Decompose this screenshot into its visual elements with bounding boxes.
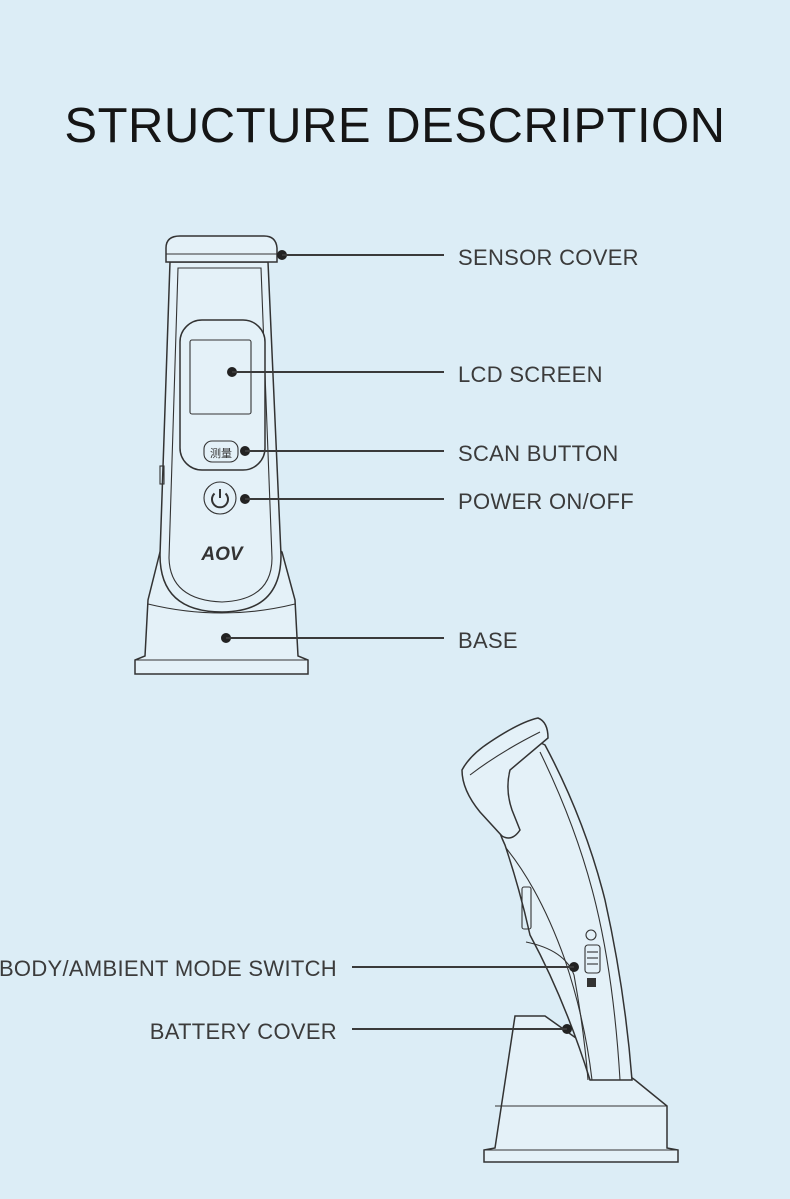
page-title: STRUCTURE DESCRIPTION bbox=[64, 99, 726, 153]
label-battery-cover: BATTERY COVER bbox=[150, 1019, 337, 1044]
side-body bbox=[487, 742, 633, 1081]
label-base: BASE bbox=[458, 628, 518, 653]
callout-sensor-cover: SENSOR COVER bbox=[277, 245, 639, 270]
callout-mode-switch: BODY/AMBIENT MODE SWITCH bbox=[0, 956, 579, 981]
scan-button-text: 测量 bbox=[210, 447, 232, 460]
callout-battery-cover: BATTERY COVER bbox=[150, 1019, 572, 1044]
callout-scan-button: SCAN BUTTON bbox=[240, 441, 619, 466]
label-mode-switch: BODY/AMBIENT MODE SWITCH bbox=[0, 956, 337, 981]
power-button bbox=[203, 481, 237, 515]
battery-cover bbox=[525, 941, 589, 1081]
scan-button bbox=[203, 440, 239, 463]
callout-lcd-screen: LCD SCREEN bbox=[227, 362, 603, 387]
front-lcd-panel bbox=[179, 319, 266, 471]
power-icon bbox=[211, 492, 229, 509]
lcd-screen bbox=[189, 339, 252, 415]
callout-power: POWER ON/OFF bbox=[240, 489, 634, 514]
front-sensor-cover bbox=[165, 235, 278, 263]
label-power: POWER ON/OFF bbox=[458, 489, 634, 514]
label-sensor-cover: SENSOR COVER bbox=[458, 245, 639, 270]
brand-logo: AOV bbox=[200, 544, 244, 565]
front-view-device: 测量 AOV bbox=[134, 235, 309, 675]
side-sensor-head bbox=[461, 717, 549, 839]
label-scan-button: SCAN BUTTON bbox=[458, 441, 619, 466]
side-view-device bbox=[461, 717, 679, 1163]
label-lcd-screen: LCD SCREEN bbox=[458, 362, 603, 387]
callout-base: BASE bbox=[221, 628, 518, 653]
mode-switch bbox=[584, 944, 601, 974]
